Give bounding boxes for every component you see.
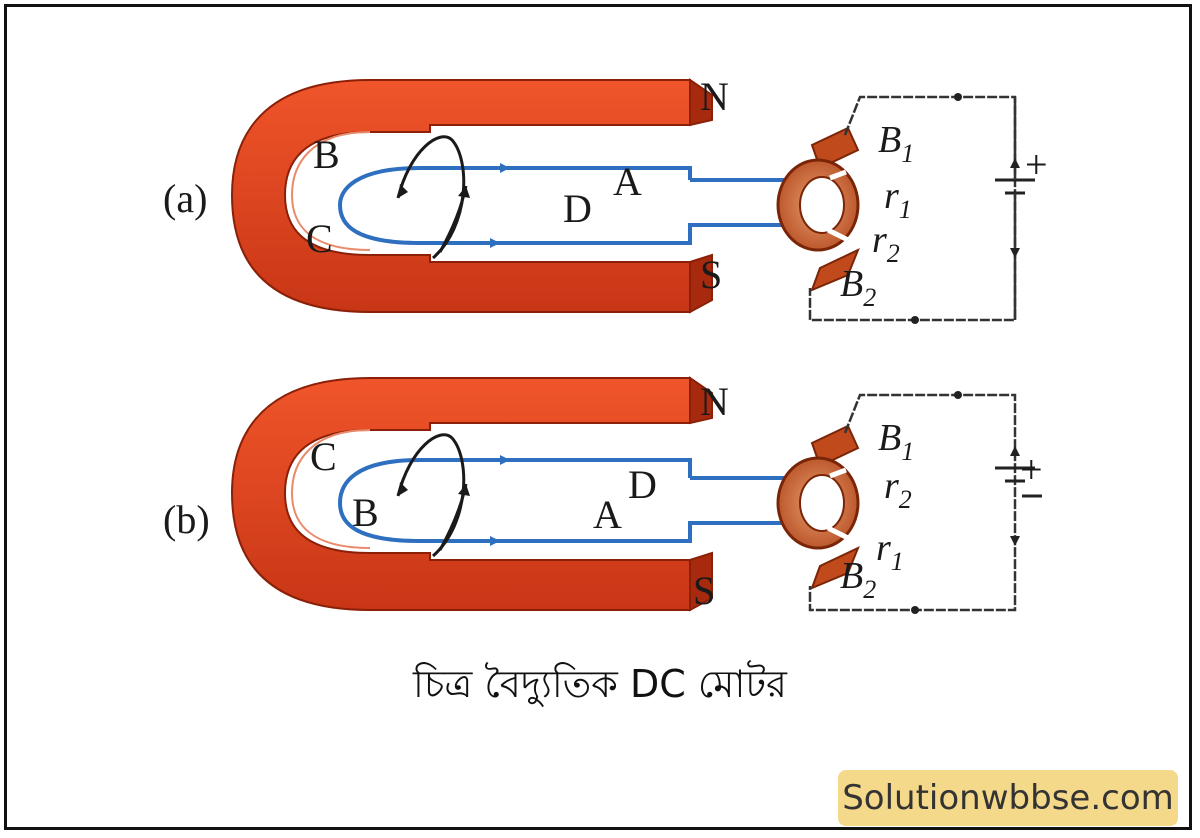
brush-top-label: B1 [878, 119, 914, 168]
panel-b: (b) N S C B D A B1 r2 r1 B2 + [163, 376, 1043, 614]
panel-label: (a) [163, 176, 207, 221]
panel-a: (a) N S B C A D B1 r1 r2 B2 + [163, 74, 1048, 324]
armature-coil [337, 433, 800, 558]
horseshoe-magnet [230, 376, 713, 612]
horseshoe-magnet [230, 78, 713, 314]
ring-lower-label: r2 [872, 219, 900, 268]
brush-bottom-label: B2 [840, 263, 876, 312]
ring-upper-label: r2 [884, 465, 912, 514]
pole-south-label: S [700, 252, 722, 297]
coil-label-lower-right: D [563, 186, 592, 231]
watermark-badge: Solutionwbbse.com [838, 770, 1178, 826]
split-ring-commutator [776, 126, 860, 292]
coil-label-upper-right: A [613, 159, 642, 204]
battery-sign: + [1020, 447, 1043, 492]
figure-caption: চিত্র বৈদ্যুতিক DC মোটর [413, 662, 787, 706]
coil-label-lower-right: A [593, 492, 622, 537]
brush-top-label: B1 [878, 417, 914, 466]
pole-north-label: N [700, 379, 729, 424]
coil-label-lower-left: C [306, 216, 333, 261]
panel-label: (b) [163, 497, 210, 542]
ring-upper-label: r1 [884, 175, 912, 224]
external-circuit [808, 391, 1035, 614]
split-ring-commutator [776, 424, 860, 590]
dc-motor-diagram: (a) N S B C A D B1 r1 r2 B2 + [163, 74, 1048, 614]
coil-label-upper-left: B [313, 132, 340, 177]
armature-coil [337, 135, 800, 260]
pole-north-label: N [700, 74, 729, 119]
battery-sign: + [1025, 142, 1048, 187]
coil-label-lower-left: B [352, 490, 379, 535]
external-circuit [808, 93, 1035, 324]
brush-bottom-label: B2 [840, 555, 876, 604]
coil-label-upper-right: D [628, 462, 657, 507]
coil-label-upper-left: C [310, 434, 337, 479]
ring-lower-label: r1 [876, 527, 904, 576]
pole-south-label: S [693, 568, 715, 613]
